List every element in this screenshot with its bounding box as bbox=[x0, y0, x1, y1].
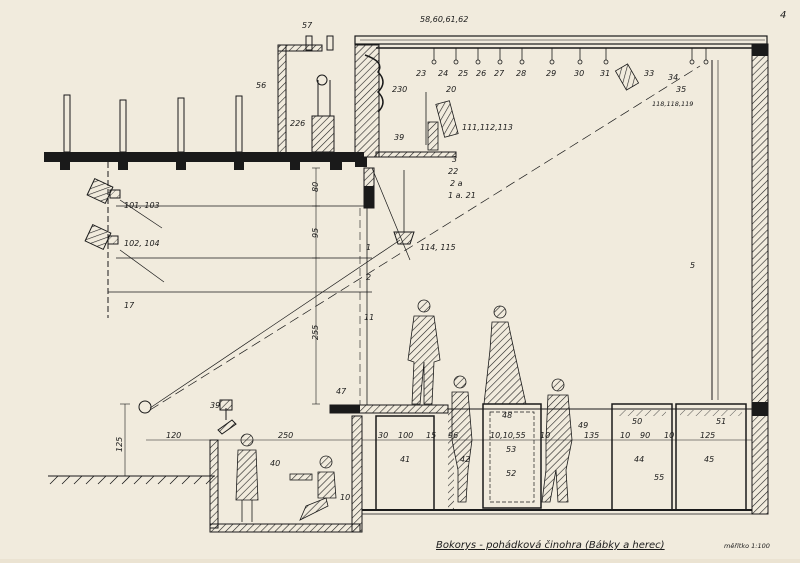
svg-text:51: 51 bbox=[716, 417, 726, 426]
svg-text:1 a. 21: 1 a. 21 bbox=[448, 191, 476, 200]
svg-text:39: 39 bbox=[394, 133, 404, 142]
svg-text:2 a: 2 a bbox=[450, 179, 463, 188]
svg-text:40: 40 bbox=[270, 459, 280, 468]
svg-text:52: 52 bbox=[506, 469, 516, 478]
svg-text:5: 5 bbox=[690, 261, 695, 270]
svg-text:1: 1 bbox=[366, 243, 371, 252]
fly-tower bbox=[277, 35, 768, 405]
svg-text:55: 55 bbox=[654, 473, 664, 482]
svg-text:34: 34 bbox=[668, 73, 678, 82]
svg-text:125: 125 bbox=[700, 431, 715, 440]
svg-text:250: 250 bbox=[278, 431, 293, 440]
svg-text:80: 80 bbox=[311, 182, 320, 192]
svg-text:125: 125 bbox=[115, 437, 124, 452]
svg-text:2: 2 bbox=[366, 273, 371, 282]
svg-text:17: 17 bbox=[124, 301, 135, 310]
svg-text:49: 49 bbox=[578, 421, 588, 430]
svg-text:33: 33 bbox=[644, 69, 654, 78]
svg-text:53: 53 bbox=[506, 445, 516, 454]
svg-text:255: 255 bbox=[311, 325, 320, 340]
svg-text:45: 45 bbox=[704, 455, 714, 464]
svg-text:90: 90 bbox=[640, 431, 650, 440]
svg-text:39: 39 bbox=[210, 401, 220, 410]
rear-wall bbox=[711, 43, 769, 515]
svg-text:24: 24 bbox=[438, 69, 448, 78]
svg-text:41: 41 bbox=[400, 455, 410, 464]
svg-text:135: 135 bbox=[584, 431, 599, 440]
svg-text:56: 56 bbox=[256, 81, 266, 90]
svg-text:226: 226 bbox=[290, 119, 305, 128]
part-labels: 57 58,60,61,62 56 226 230 20 111,112,113… bbox=[124, 15, 726, 502]
svg-text:48: 48 bbox=[502, 411, 512, 420]
ground-hatching bbox=[48, 475, 215, 485]
svg-text:111,112,113: 111,112,113 bbox=[462, 123, 513, 132]
svg-text:230: 230 bbox=[392, 85, 407, 94]
svg-text:27: 27 bbox=[494, 69, 505, 78]
drawing-scale: měřítko 1:100 bbox=[724, 542, 770, 550]
svg-text:10: 10 bbox=[540, 431, 550, 440]
svg-text:3: 3 bbox=[452, 155, 457, 164]
svg-text:31: 31 bbox=[600, 69, 610, 78]
battens bbox=[425, 48, 709, 151]
svg-text:47: 47 bbox=[336, 387, 347, 396]
side-lights bbox=[84, 162, 415, 318]
svg-text:10: 10 bbox=[664, 431, 674, 440]
dimension-texts: 80 95 255 125 120 250 30 100 15 96 10,10… bbox=[115, 182, 715, 452]
svg-text:58,60,61,62: 58,60,61,62 bbox=[420, 15, 468, 24]
svg-text:100: 100 bbox=[398, 431, 413, 440]
svg-text:10: 10 bbox=[340, 493, 350, 502]
svg-text:35: 35 bbox=[676, 85, 686, 94]
svg-text:44: 44 bbox=[634, 455, 644, 464]
svg-text:102, 104: 102, 104 bbox=[124, 239, 160, 248]
svg-text:96: 96 bbox=[448, 431, 458, 440]
svg-text:20: 20 bbox=[446, 85, 456, 94]
svg-text:30: 30 bbox=[574, 69, 584, 78]
svg-text:114, 115: 114, 115 bbox=[420, 243, 456, 252]
svg-text:30: 30 bbox=[378, 431, 388, 440]
svg-text:28: 28 bbox=[516, 69, 526, 78]
dimension-lines bbox=[120, 167, 752, 476]
svg-text:11: 11 bbox=[364, 313, 374, 322]
svg-text:26: 26 bbox=[476, 69, 486, 78]
svg-text:23: 23 bbox=[416, 69, 426, 78]
svg-text:120: 120 bbox=[166, 431, 181, 440]
svg-text:50: 50 bbox=[632, 417, 642, 426]
figures bbox=[235, 299, 573, 522]
svg-text:22: 22 bbox=[448, 167, 458, 176]
svg-text:10: 10 bbox=[620, 431, 630, 440]
sight-lines bbox=[108, 65, 701, 411]
svg-text:57: 57 bbox=[302, 21, 313, 30]
observer-eye bbox=[138, 400, 152, 414]
page-number: 4 bbox=[780, 10, 786, 21]
stage-floor bbox=[329, 403, 768, 515]
svg-text:10,10,55: 10,10,55 bbox=[490, 431, 526, 440]
svg-text:42: 42 bbox=[460, 455, 470, 464]
svg-text:15: 15 bbox=[426, 431, 436, 440]
ceiling-slab bbox=[44, 94, 364, 170]
svg-text:95: 95 bbox=[311, 228, 320, 238]
svg-text:118,118,119: 118,118,119 bbox=[652, 100, 693, 108]
svg-text:25: 25 bbox=[458, 69, 468, 78]
drawing-caption: Bokorys - pohádková činohra (Bábky a her… bbox=[436, 539, 665, 551]
svg-text:29: 29 bbox=[546, 69, 556, 78]
orchestra-pit bbox=[209, 399, 363, 533]
svg-text:101, 103: 101, 103 bbox=[124, 201, 160, 210]
